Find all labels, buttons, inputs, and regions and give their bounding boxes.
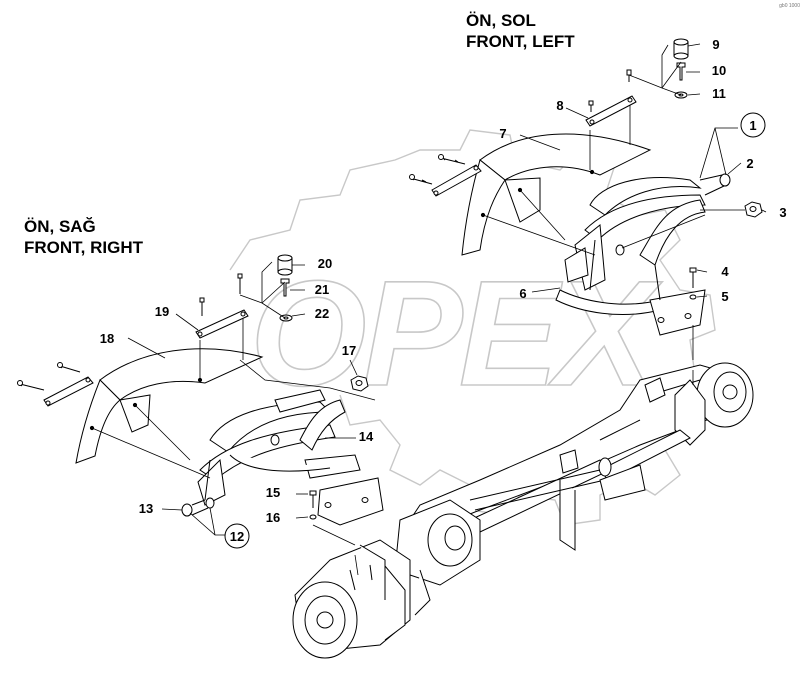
callout-19: 19	[155, 304, 169, 319]
heading-front-right-en: FRONT, RIGHT	[24, 238, 143, 257]
front-axle	[292, 362, 754, 659]
callout-12: 12	[230, 529, 244, 544]
callout-8: 8	[556, 98, 563, 113]
callout-15: 15	[266, 485, 280, 500]
leader-lines	[91, 43, 767, 576]
callout-13: 13	[139, 501, 153, 516]
callout-labels: 1 2 3 4 5 6 7 8 9 10 11 12 13 14 15 16 1…	[100, 37, 787, 549]
callout-11: 11	[712, 86, 726, 101]
heading-front-left-tr: ÖN, SOL	[466, 11, 536, 30]
callout-2: 2	[746, 156, 753, 171]
callout-22: 22	[315, 306, 329, 321]
heading-front-right-tr: ÖN, SAĞ	[24, 217, 96, 236]
heading-front-left-en: FRONT, LEFT	[466, 32, 575, 51]
front-left-fender	[409, 38, 763, 336]
callout-21: 21	[315, 282, 329, 297]
callout-7: 7	[499, 126, 506, 141]
front-right-fender	[17, 254, 384, 526]
corner-code: gb0 1000	[779, 3, 800, 9]
callout-14: 14	[359, 429, 374, 444]
heading-front-left: ÖN, SOL FRONT, LEFT	[466, 10, 575, 52]
callout-17: 17	[342, 343, 356, 358]
callout-3: 3	[779, 205, 786, 220]
callout-9: 9	[712, 37, 719, 52]
callout-5: 5	[721, 289, 728, 304]
callout-10: 10	[712, 63, 726, 78]
callout-18: 18	[100, 331, 114, 346]
callout-4: 4	[721, 264, 729, 279]
heading-front-right: ÖN, SAĞ FRONT, RIGHT	[24, 216, 143, 258]
callout-16: 16	[266, 510, 280, 525]
callout-20: 20	[318, 256, 332, 271]
callout-1: 1	[749, 118, 756, 133]
callout-6: 6	[519, 286, 526, 301]
